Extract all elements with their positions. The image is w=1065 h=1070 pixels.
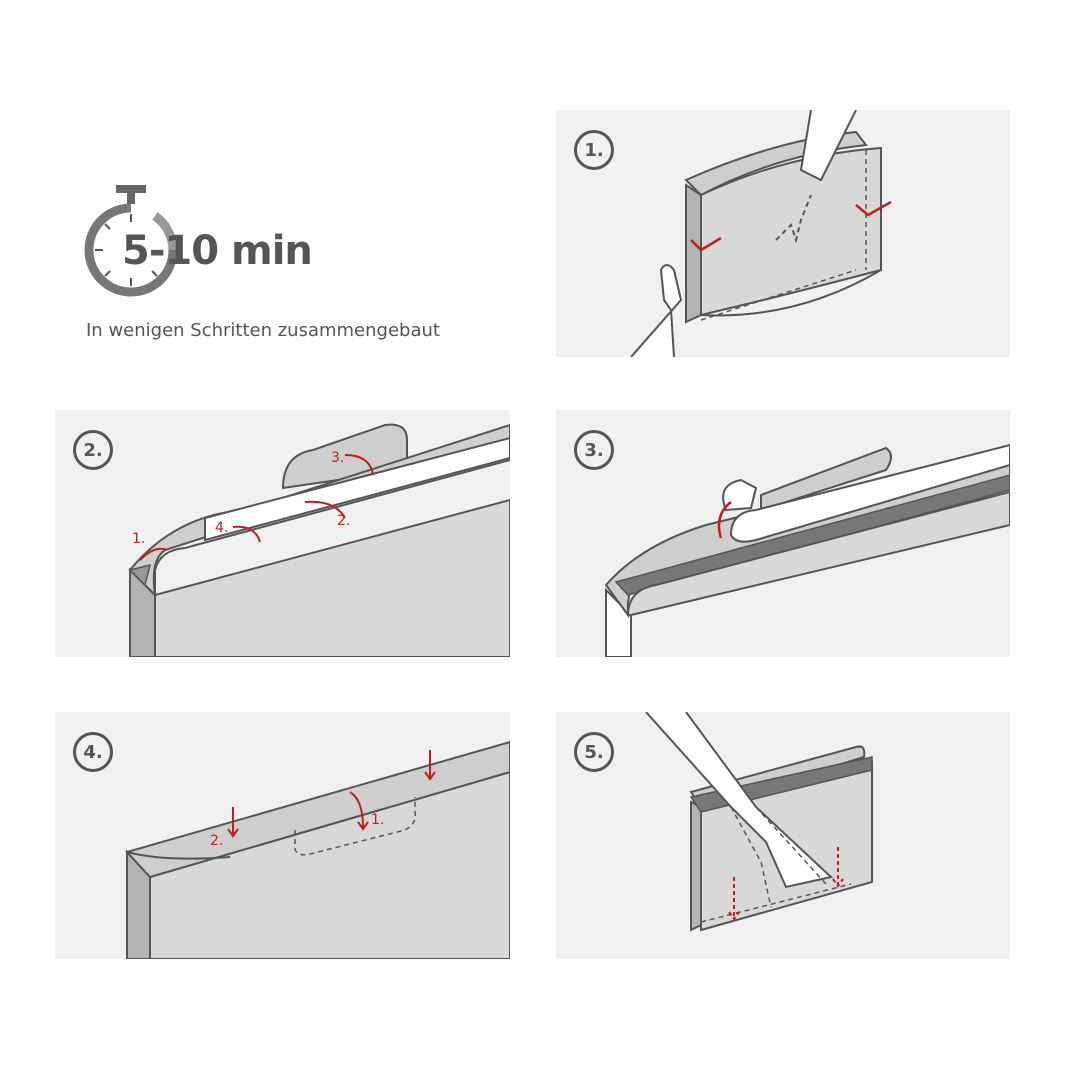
step-3-illustration — [604, 443, 1010, 657]
step-4-badge: 4. — [73, 732, 113, 772]
step-2-badge: 2. — [73, 430, 113, 470]
step-2-label-1: 1. — [132, 531, 145, 547]
step-3-badge: 3. — [574, 430, 614, 470]
assembly-time-label: 5-10 min — [122, 228, 313, 274]
step-1-panel: 1. — [556, 110, 1010, 357]
step-5-illustration — [645, 712, 873, 932]
step-2-label-2: 2. — [337, 513, 350, 529]
tagline: In wenigen Schritten zusammengebaut — [86, 320, 440, 341]
step-4-panel: 1. 2. 4. — [55, 712, 510, 959]
step-1-illustration — [630, 110, 892, 357]
step-5-badge: 5. — [574, 732, 614, 772]
step-3-panel: 3. — [556, 410, 1010, 657]
step-2-label-4: 4. — [215, 520, 228, 536]
step-2-label-3: 3. — [331, 450, 344, 466]
step-1-badge: 1. — [574, 130, 614, 170]
step-2-illustration: 1. 2. 3. 4. — [128, 423, 510, 657]
step-5-panel: 5. — [556, 712, 1010, 959]
assembly-time-block: 5-10 min In wenigen Schritten zusammenge… — [80, 180, 500, 360]
step-4-label-2: 2. — [210, 833, 223, 849]
step-4-label-1: 1. — [371, 812, 384, 828]
stopwatch-icon — [84, 185, 178, 297]
step-4-illustration: 1. 2. — [125, 740, 510, 959]
step-2-panel: 1. 2. 3. 4. 2. — [55, 410, 510, 657]
